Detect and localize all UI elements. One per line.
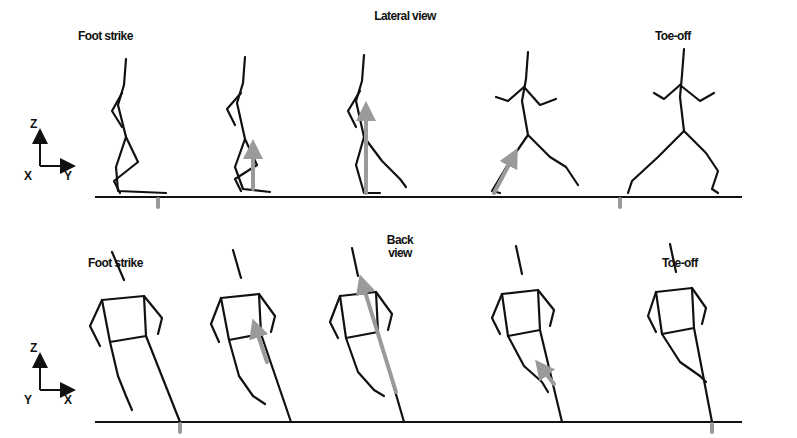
stick-figure: [227, 57, 270, 192]
stick-figure: [492, 246, 562, 422]
view-title: Lateral view: [360, 10, 450, 23]
stick-figure: [348, 55, 406, 193]
ground-line: [95, 421, 742, 423]
ground-line: [95, 196, 742, 198]
axis-label: Y: [24, 394, 38, 407]
stick-figure: [648, 244, 712, 432]
stick-figure: [112, 59, 166, 207]
phase-label: Foot strike: [88, 257, 178, 270]
phase-label: Toe-off: [655, 30, 725, 43]
phase-label: Foot strike: [78, 30, 168, 43]
axis-label: X: [24, 170, 38, 183]
view-title: Back view: [380, 234, 420, 260]
stick-figure: [90, 252, 180, 432]
axis-label: Z: [30, 342, 44, 355]
stick-figure: [492, 52, 578, 193]
phase-label: Toe-off: [662, 257, 732, 270]
stick-figure: [211, 250, 291, 422]
axis-triad: [40, 132, 72, 166]
axis-triad: [40, 356, 72, 390]
axis-label: X: [64, 394, 78, 407]
axis-label: Z: [30, 118, 44, 131]
stick-figure: [620, 49, 718, 207]
stick-figure: [330, 248, 404, 422]
axis-label: Y: [64, 170, 78, 183]
